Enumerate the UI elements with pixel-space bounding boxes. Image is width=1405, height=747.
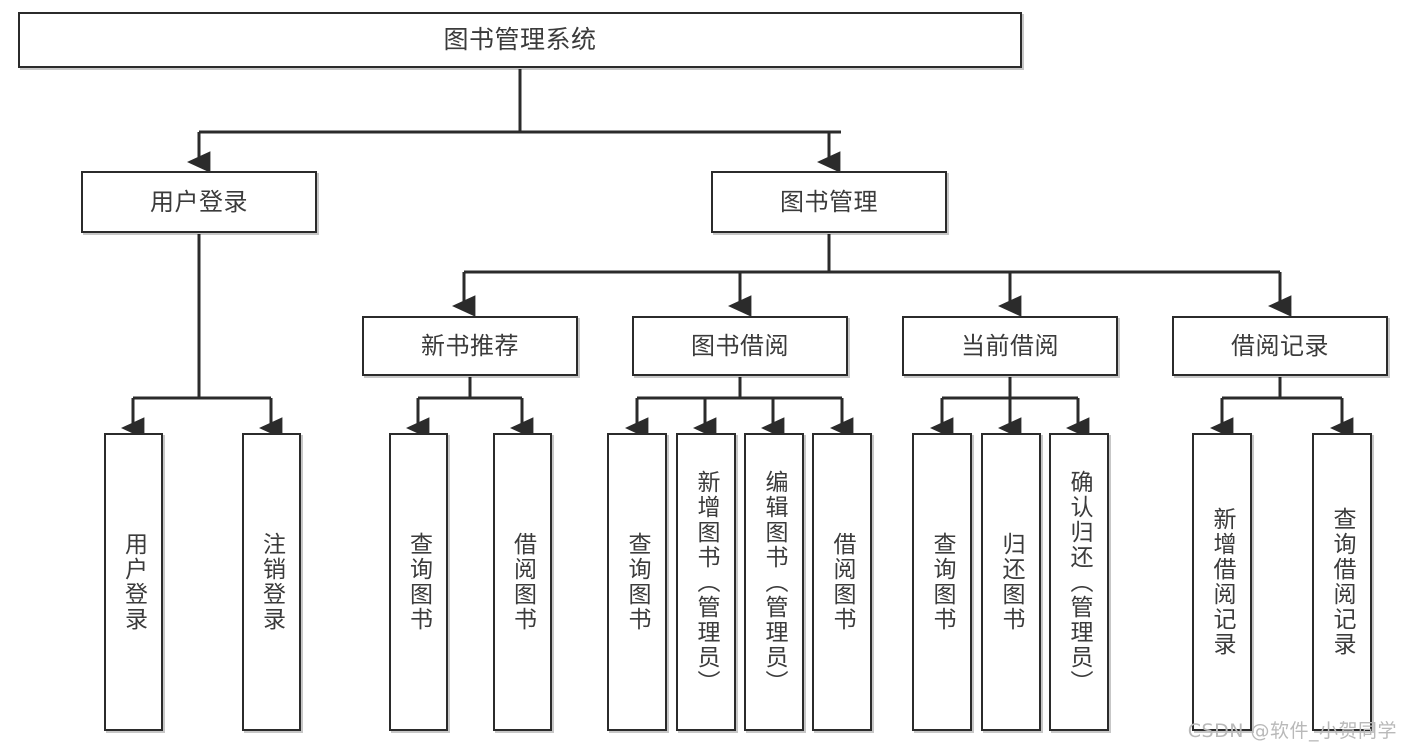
node-new-book-recommend[interactable]: 新书推荐	[362, 316, 578, 376]
node-user-login[interactable]: 用户登录	[81, 171, 317, 233]
node-label: 注销登录	[258, 532, 285, 632]
node-leaf-edit-book-admin[interactable]: 编辑图书（管理员）	[744, 433, 804, 731]
node-leaf-add-borrow-record[interactable]: 新增借阅记录	[1192, 433, 1252, 731]
node-leaf-confirm-return-admin[interactable]: 确认归还（管理员）	[1049, 433, 1109, 731]
node-label: 新增借阅记录	[1209, 507, 1236, 657]
node-label: 编辑图书（管理员）	[761, 469, 788, 695]
node-leaf-return-book[interactable]: 归还图书	[981, 433, 1041, 731]
node-label: 新书推荐	[421, 331, 519, 360]
node-label: 确认归还（管理员）	[1066, 469, 1093, 695]
node-borrow-record[interactable]: 借阅记录	[1172, 316, 1388, 376]
node-label: 查询借阅记录	[1329, 507, 1356, 657]
node-leaf-query-book-recommend[interactable]: 查询图书	[389, 433, 448, 731]
node-leaf-query-borrow-record[interactable]: 查询借阅记录	[1312, 433, 1372, 731]
node-leaf-add-book-admin[interactable]: 新增图书（管理员）	[676, 433, 736, 731]
node-label: 借阅图书	[829, 532, 856, 632]
node-label: 借阅记录	[1231, 331, 1329, 360]
node-label: 查询图书	[624, 532, 651, 632]
node-book-management[interactable]: 图书管理	[711, 171, 947, 233]
node-label: 查询图书	[929, 532, 956, 632]
node-current-borrow[interactable]: 当前借阅	[902, 316, 1118, 376]
node-label: 归还图书	[998, 532, 1025, 632]
node-root-system[interactable]: 图书管理系统	[18, 12, 1022, 68]
node-label: 用户登录	[120, 532, 147, 632]
node-leaf-user-login[interactable]: 用户登录	[104, 433, 163, 731]
node-leaf-query-book-current[interactable]: 查询图书	[912, 433, 972, 731]
node-label: 借阅图书	[509, 532, 536, 632]
node-label: 当前借阅	[961, 331, 1059, 360]
node-label: 图书借阅	[691, 331, 789, 360]
node-leaf-borrow-book-recommend[interactable]: 借阅图书	[493, 433, 552, 731]
node-label: 新增图书（管理员）	[693, 469, 720, 695]
node-label: 图书管理系统	[443, 25, 597, 55]
node-label: 查询图书	[405, 532, 432, 632]
node-label: 用户登录	[150, 187, 248, 216]
node-leaf-query-book[interactable]: 查询图书	[607, 433, 667, 731]
node-leaf-borrow-book[interactable]: 借阅图书	[812, 433, 872, 731]
watermark-text: CSDN @软件_小贺同学	[1187, 720, 1397, 742]
node-leaf-logout[interactable]: 注销登录	[242, 433, 301, 731]
node-book-borrow[interactable]: 图书借阅	[632, 316, 848, 376]
node-label: 图书管理	[780, 187, 878, 216]
